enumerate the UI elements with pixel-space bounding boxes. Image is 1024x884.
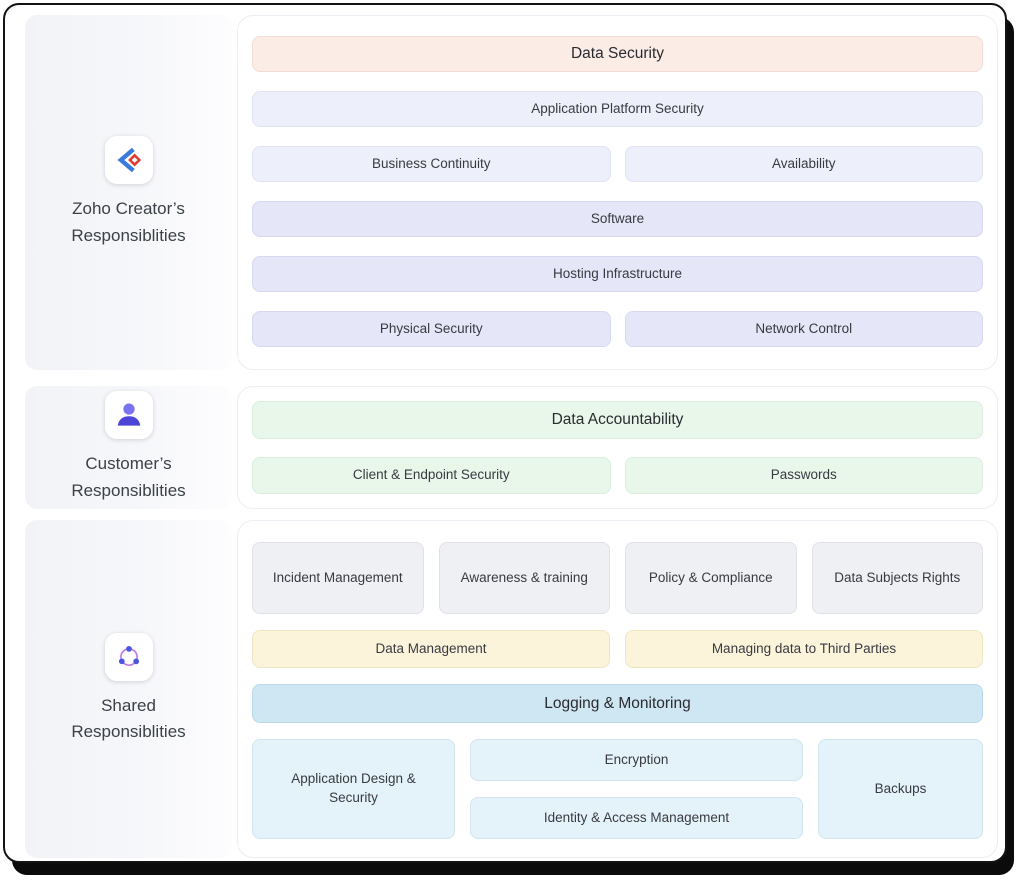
zoho-creator-card: Data Security Application Platform Secur… <box>237 15 998 370</box>
box-software: Software <box>252 201 983 237</box>
box-hosting-infrastructure: Hosting Infrastructure <box>252 256 983 292</box>
customer-person-icon <box>104 391 153 440</box>
diagram-frame: Zoho Creator’s Responsiblities Data Secu… <box>3 3 1007 863</box>
shared-label-panel: Shared Responsiblities <box>25 520 232 858</box>
box-data-accountability: Data Accountability <box>252 401 983 439</box>
customer-label-panel: Customer’s Responsiblities <box>25 386 232 509</box>
share-glyph <box>118 645 139 666</box>
section-customer: Customer’s Responsiblities Data Accounta… <box>25 386 998 509</box>
section-title-line: Zoho Creator’s <box>72 199 185 219</box>
section-title-line: Shared <box>101 695 156 715</box>
section-title-line: Customer’s <box>85 454 172 474</box>
section-title-line: Responsiblities <box>71 225 186 245</box>
box-awareness-training: Awareness & training <box>438 542 610 614</box>
box-backups: Backups <box>818 739 983 839</box>
box-identity-access-management: Identity & Access Management <box>470 797 803 839</box>
section-title-shared: Shared Responsiblities <box>71 693 185 746</box>
box-passwords: Passwords <box>624 457 983 494</box>
section-title-zoho: Zoho Creator’s Responsiblities <box>71 196 185 249</box>
box-application-platform-security: Application Platform Security <box>252 91 983 127</box>
section-shared: Shared Responsiblities Incident Manageme… <box>25 520 998 858</box>
section-title-line: Responsiblities <box>71 722 186 741</box>
person-glyph <box>117 403 140 426</box>
box-managing-third-parties: Managing data to Third Parties <box>625 630 983 668</box>
box-data-security: Data Security <box>252 36 983 72</box>
box-data-subjects-rights: Data Subjects Rights <box>811 542 983 614</box>
shared-card: Incident Management Awareness & training… <box>237 520 998 858</box>
box-policy-compliance: Policy & Compliance <box>625 542 797 614</box>
zoho-creator-label-panel: Zoho Creator’s Responsiblities <box>25 15 232 370</box>
zoho-creator-logo-glyph <box>116 147 141 173</box>
box-network-control: Network Control <box>624 311 983 347</box>
section-title-line: Responsiblities <box>71 480 186 500</box>
box-data-management: Data Management <box>252 630 610 668</box>
box-logging-monitoring: Logging & Monitoring <box>252 684 983 723</box>
box-business-continuity: Business Continuity <box>252 146 611 182</box>
box-incident-management: Incident Management <box>252 542 424 614</box>
box-encryption: Encryption <box>470 739 803 781</box>
box-availability: Availability <box>624 146 983 182</box>
shared-network-icon <box>104 632 153 681</box>
zoho-creator-icon <box>104 136 153 185</box>
box-application-design-security: Application Design & Security <box>252 739 455 839</box>
section-title-customer: Customer’s Responsiblities <box>71 451 185 504</box>
box-client-endpoint-security: Client & Endpoint Security <box>252 457 611 494</box>
customer-card: Data Accountability Client & Endpoint Se… <box>237 386 998 509</box>
section-zoho-creator: Zoho Creator’s Responsiblities Data Secu… <box>25 15 998 370</box>
box-physical-security: Physical Security <box>252 311 611 347</box>
